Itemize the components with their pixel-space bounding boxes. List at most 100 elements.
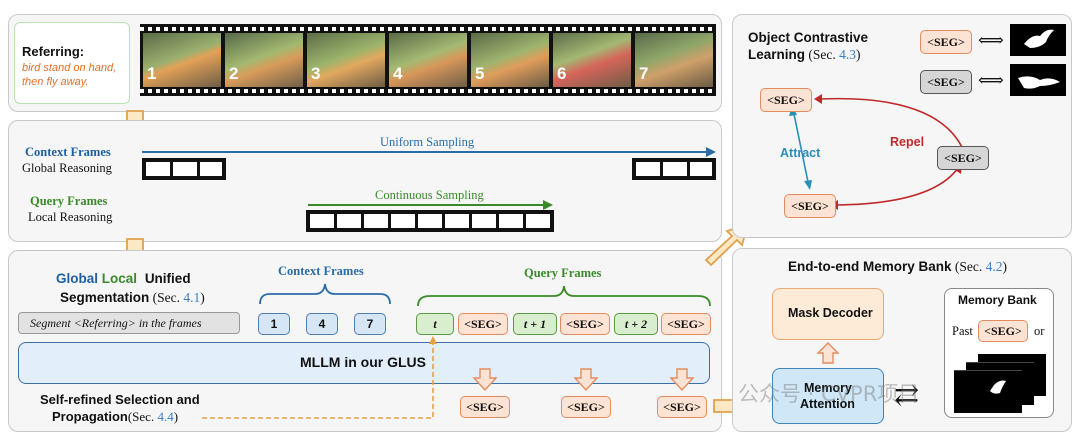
continuous-sampling-label: Continuous Sampling (375, 188, 484, 202)
context-index-7: 7 (354, 313, 386, 335)
frame-number-7: 7 (639, 64, 649, 83)
query-seg-token-1: <SEG> (458, 313, 508, 335)
output-seg-3: <SEG> (657, 396, 707, 418)
query-seg-token-2: <SEG> (560, 313, 610, 335)
video-frame (471, 33, 549, 87)
legend-seg-positive: <SEG> (920, 30, 972, 54)
title-unified: Unified (144, 271, 191, 286)
memory-sec-suffix: ) (1002, 259, 1008, 274)
sec-suffix: ) (200, 290, 205, 305)
referring-text-1: bird stand on hand, (22, 62, 117, 74)
context-film-strip-1 (142, 158, 226, 180)
referring-text-2: then fly away. (22, 76, 89, 88)
mllm-box (18, 342, 710, 384)
mask-decoder-label: Mask Decoder (788, 306, 873, 320)
uniform-sampling-label: Uniform Sampling (380, 135, 475, 149)
query-film-strip (306, 210, 554, 232)
sec-link-4-3[interactable]: 4.3 (839, 47, 857, 62)
sampling-graphics (142, 147, 716, 232)
frame-number-2: 2 (229, 64, 239, 83)
attract-label: Attract (780, 146, 821, 160)
sec-link-4-2[interactable]: 4.2 (985, 259, 1003, 274)
context-film-strip-2 (632, 158, 716, 180)
mllm-label: MLLM in our GLUS (300, 354, 426, 370)
repel-label: Repel (890, 135, 925, 149)
watermark-text: 公众号 · CVPR项目 (738, 382, 920, 406)
memory-seg-token: <SEG> (978, 320, 1028, 342)
referring-title: Referring: (22, 44, 85, 59)
video-frame (143, 33, 221, 87)
contrastive-sec-prefix: (Sec. (808, 47, 840, 62)
sec-link-4-1[interactable]: 4.1 (183, 290, 201, 305)
video-frame (389, 33, 467, 87)
video-frame (553, 33, 631, 87)
query-token-t2: t + 2 (614, 313, 658, 335)
negative-mask-icon (1010, 64, 1066, 96)
memory-sec-prefix: (Sec. (954, 259, 986, 274)
memory-mask-front (954, 370, 1022, 413)
legend-seg-negative: <SEG> (920, 70, 972, 94)
output-seg-1: <SEG> (460, 396, 510, 418)
contrastive-seg-bottom: <SEG> (784, 194, 836, 218)
legend-arrow-1: ⟺ (978, 30, 1004, 50)
contrastive-seg-negative: <SEG> (937, 146, 989, 170)
refine-propagation: Propagation (52, 409, 128, 424)
memory-mask-stack (952, 354, 1048, 414)
prompt-text: Segment <Referring> in the frames (30, 316, 202, 330)
referring-text-box (14, 22, 130, 104)
video-frames (143, 33, 713, 87)
context-brace (259, 283, 391, 305)
memory-attention-box (772, 368, 884, 424)
video-frame (635, 33, 713, 87)
memory-bank-title: Memory Bank (958, 293, 1037, 307)
query-frames-label: Query Frames (524, 266, 602, 280)
memory-attention-label-1: Memory (804, 381, 852, 395)
title-global: Global (56, 271, 99, 286)
swap-arrows-icon: ⇄ (894, 379, 920, 412)
contrastive-graph (789, 94, 970, 210)
title-local: Local (101, 271, 138, 286)
refine-dashed-connector (202, 336, 437, 419)
contrastive-title-2: Learning (Sec. 4.3) (748, 47, 861, 63)
memory-title-text: End-to-end Memory Bank (788, 259, 952, 274)
memory-title: End-to-end Memory Bank (Sec. 4.2) (788, 259, 1007, 275)
up-arrow-icon (816, 342, 840, 364)
contrastive-learning: Learning (748, 47, 806, 62)
frame-number-4: 4 (393, 64, 403, 83)
contrastive-seg-top: <SEG> (760, 88, 812, 112)
frame-number-6: 6 (557, 64, 567, 83)
frame-number-3: 3 (311, 64, 321, 83)
refine-title-1: Self-refined Selection and (40, 392, 200, 407)
local-reasoning-label: Local Reasoning (28, 210, 113, 224)
refine-title-2: Propagation(Sec. 4.4) (52, 409, 178, 425)
query-seg-token-3: <SEG> (661, 313, 711, 335)
query-brace (417, 285, 711, 307)
refine-sec-suffix: ) (173, 409, 179, 424)
contrastive-sec-suffix: ) (856, 47, 861, 62)
query-token-t1: t + 1 (513, 313, 557, 335)
unified-title-line2: Segmentation (Sec. 4.1) (60, 290, 205, 306)
memory-or-label: or (1034, 324, 1045, 338)
sec-prefix: (Sec. (152, 290, 184, 305)
frame-number-5: 5 (475, 64, 485, 83)
context-index-1: 1 (258, 313, 290, 335)
positive-mask-icon (1010, 24, 1066, 56)
global-reasoning-label: Global Reasoning (22, 161, 112, 175)
memory-attention-label-2: Attention (800, 397, 855, 411)
video-frame (307, 33, 385, 87)
sec-link-4-4[interactable]: 4.4 (157, 409, 174, 424)
query-token-t: t (416, 313, 454, 335)
context-frames-label: Context Frames (278, 264, 364, 278)
title-segmentation: Segmentation (60, 290, 150, 305)
query-frames-title: Query Frames (30, 194, 108, 208)
mask-decoder-box (772, 288, 884, 340)
memory-past-label: Past (952, 324, 973, 338)
contrastive-title-1: Object Contrastive (748, 30, 869, 45)
context-frames-title: Context Frames (25, 145, 111, 159)
refine-sec-prefix: (Sec. (127, 409, 158, 424)
output-seg-2: <SEG> (561, 396, 611, 418)
output-arrows (472, 368, 695, 392)
context-index-4: 4 (306, 313, 338, 335)
video-frame (225, 33, 303, 87)
legend-arrow-2: ⟺ (978, 70, 1004, 90)
